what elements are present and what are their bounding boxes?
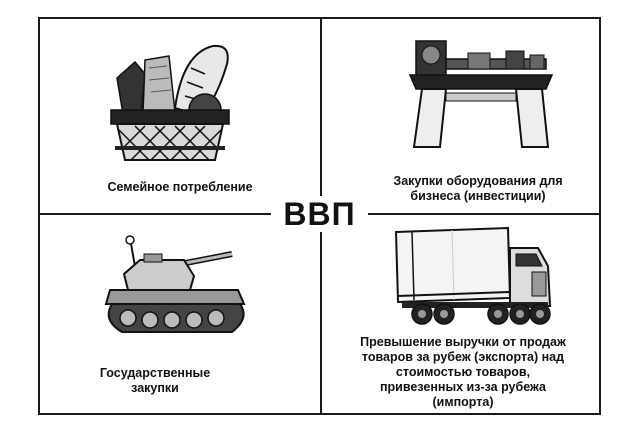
lathe-machine-icon bbox=[408, 40, 554, 148]
gdp-title: ВВП bbox=[271, 196, 368, 232]
horizontal-divider-right bbox=[368, 213, 600, 215]
grocery-basket-icon bbox=[110, 44, 230, 161]
truck-icon bbox=[394, 226, 552, 325]
horizontal-divider-left bbox=[39, 213, 271, 215]
tank-icon bbox=[104, 235, 246, 333]
caption-net-exports: Превышение выручки от продаж товаров за … bbox=[360, 335, 566, 409]
caption-business-investment: Закупки оборудования для бизнеса (инвест… bbox=[393, 174, 563, 203]
diagram-frame bbox=[38, 17, 601, 415]
caption-government-purchases: Государственные закупки bbox=[99, 366, 211, 395]
caption-family-consumption: Семейное потребление bbox=[107, 180, 253, 194]
